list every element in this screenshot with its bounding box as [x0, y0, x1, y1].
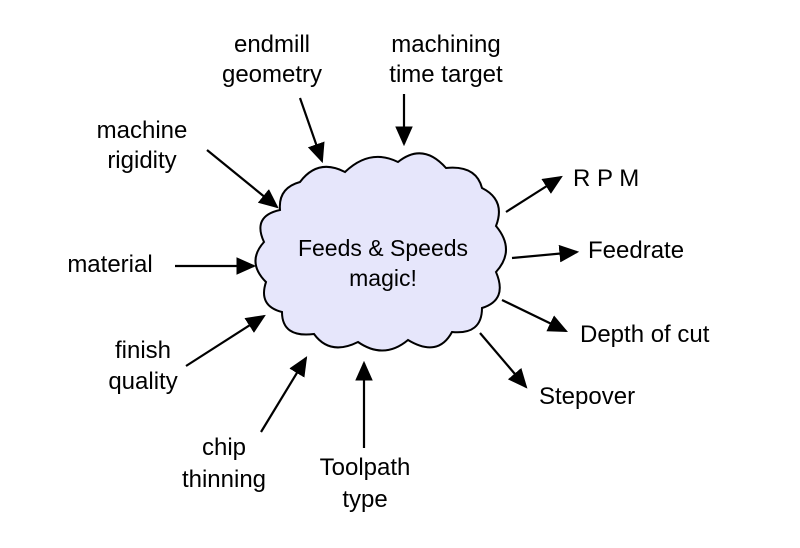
arrow-feedrate [511, 244, 580, 263]
output-rpm: R P M [573, 165, 639, 192]
input-chip-thinning-line1: chip [202, 434, 246, 461]
arrow-machine-rigidity [206, 149, 279, 209]
input-toolpath-type-line1: Toolpath [320, 454, 411, 481]
cloud-shape [254, 152, 507, 352]
input-chip-thinning-line2: thinning [182, 466, 266, 493]
arrow-stepover [479, 332, 528, 389]
arrow-finish-quality [185, 314, 266, 367]
center-label-line1: Feeds & Speeds [298, 235, 468, 261]
output-stepover: Stepover [539, 383, 635, 410]
input-machine-rigidity-line2: rigidity [107, 147, 176, 174]
input-machining-time-target-line2: time target [389, 61, 503, 88]
arrow-rpm [505, 175, 563, 213]
input-finish-quality-line2: quality [108, 368, 177, 395]
input-endmill-geometry-line1: endmill [234, 31, 310, 58]
output-depth-of-cut: Depth of cut [580, 321, 710, 348]
output-feedrate: Feedrate [588, 237, 684, 264]
input-material: material [67, 251, 152, 278]
input-machine-rigidity-line1: machine [97, 117, 188, 144]
input-finish-quality-line1: finish [115, 337, 171, 364]
input-toolpath-type-line2: type [342, 486, 387, 513]
center-label-line2: magic! [349, 265, 417, 291]
arrow-depth-of-cut [501, 299, 568, 332]
arrow-chip-thinning [260, 356, 308, 433]
arrow-endmill-geometry [298, 97, 325, 164]
input-machining-time-target-line1: machining [391, 31, 500, 58]
input-endmill-geometry-line2: geometry [222, 61, 322, 88]
